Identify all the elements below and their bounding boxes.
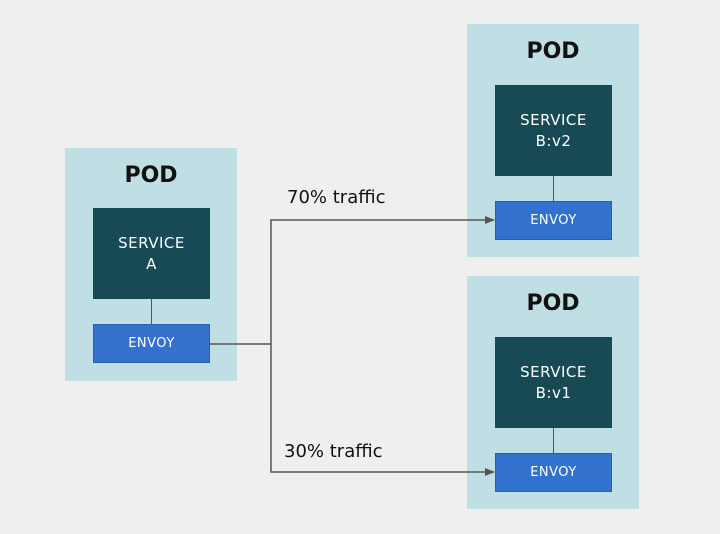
service-a-label-line2: A	[146, 254, 157, 273]
service-b-v1-label-line2: B:v1	[535, 383, 572, 402]
service-b-v1: SERVICE B:v1	[495, 337, 612, 428]
service-b-v2-label-line2: B:v2	[535, 131, 572, 150]
pod-a-title: POD	[124, 163, 178, 188]
pod-b-v1: POD SERVICE B:v1 ENVOY	[467, 276, 639, 509]
route-to-v1-arrow	[270, 344, 495, 476]
service-a: SERVICE A	[93, 208, 210, 299]
envoy-a: ENVOY	[93, 324, 210, 363]
pod-b-v2-title: POD	[526, 39, 580, 64]
envoy-b-v1: ENVOY	[495, 453, 612, 492]
pod-b-v1-title: POD	[526, 291, 580, 316]
pod-b-v2: POD SERVICE B:v2 ENVOY	[467, 24, 639, 257]
route-to-v1-label: 30% traffic	[284, 441, 383, 462]
envoy-b-v2: ENVOY	[495, 201, 612, 240]
service-a-label-line1: SERVICE	[118, 233, 185, 252]
service-b-v1-envoy-link	[553, 428, 554, 453]
service-a-envoy-link	[151, 299, 152, 324]
service-b-v1-label-line1: SERVICE	[520, 362, 587, 381]
route-to-v2-label: 70% traffic	[287, 187, 386, 208]
service-b-v2-label-line1: SERVICE	[520, 110, 587, 129]
route-to-v2-arrow	[270, 216, 495, 344]
pod-a: POD SERVICE A ENVOY	[65, 148, 237, 381]
service-b-v2-envoy-link	[553, 176, 554, 201]
service-b-v2: SERVICE B:v2	[495, 85, 612, 176]
